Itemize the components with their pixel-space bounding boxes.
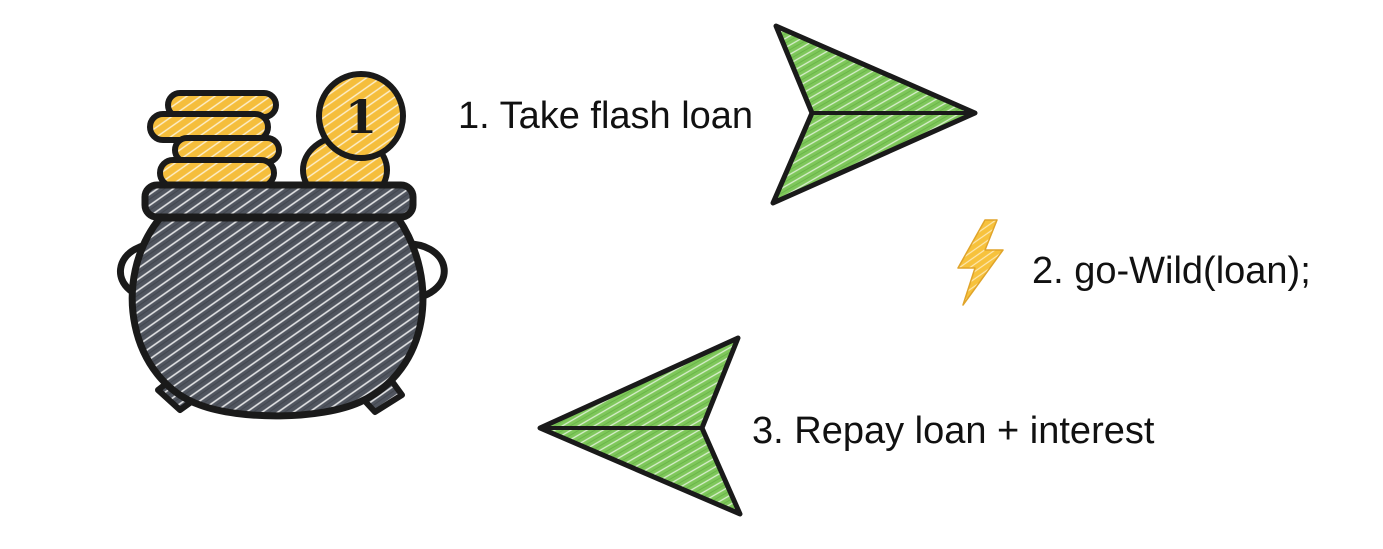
step-2-label: 2. go-Wild(loan); bbox=[1032, 250, 1311, 292]
arrow-right-icon bbox=[770, 23, 978, 206]
step-3-label: 3. Repay loan + interest bbox=[752, 410, 1155, 452]
coin-number: 1 bbox=[345, 90, 377, 144]
lightning-bolt-icon bbox=[957, 219, 1004, 306]
arrow-left-icon bbox=[537, 335, 743, 517]
pot-of-coins-icon: 1 bbox=[117, 71, 448, 420]
step-1-label: 1. Take flash loan bbox=[458, 95, 754, 137]
coin-stack-icon bbox=[147, 90, 282, 189]
coin-icon: 1 bbox=[316, 71, 406, 161]
